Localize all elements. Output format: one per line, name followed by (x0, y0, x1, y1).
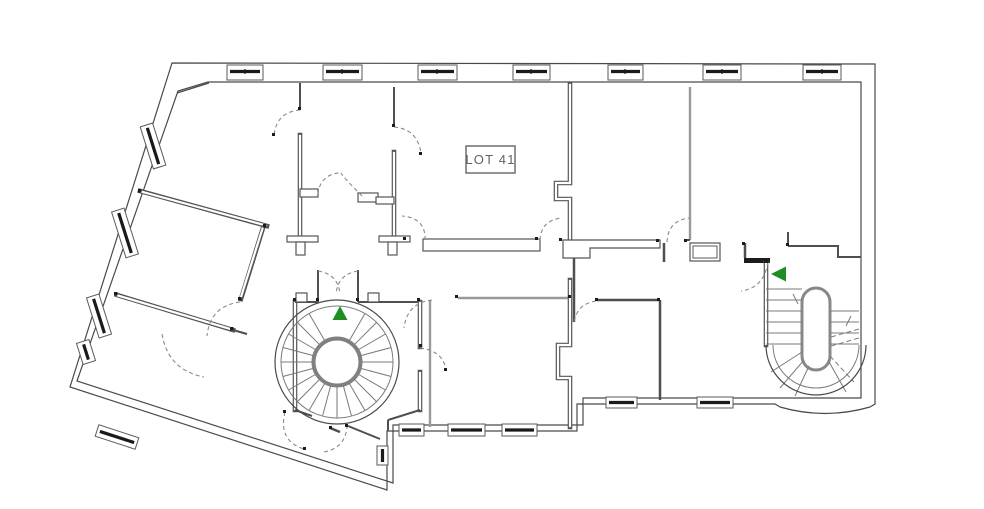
door-swings (161, 109, 769, 453)
low-wall (422, 238, 541, 252)
window (607, 64, 644, 81)
u-staircase (765, 266, 867, 397)
door-swing-arc (393, 126, 422, 155)
stair-break-lines (829, 328, 860, 383)
stair-direction-tick (792, 293, 852, 327)
window (75, 338, 97, 366)
window (512, 64, 551, 81)
wall-threshold (744, 258, 770, 263)
window (110, 207, 140, 259)
window (702, 64, 742, 81)
door-swing-arc (573, 300, 597, 325)
window (226, 64, 264, 81)
stair-core (800, 286, 832, 372)
door-swing-arc (317, 270, 341, 295)
wall (294, 409, 313, 417)
wall-foot (295, 241, 306, 256)
spiral-staircase (274, 299, 400, 425)
window (85, 293, 113, 339)
window (802, 64, 842, 81)
door-swing-arc (323, 426, 348, 453)
stair-outer-ring (274, 299, 400, 425)
door-swing-arc (740, 261, 769, 292)
windows-top (226, 64, 842, 81)
window (501, 423, 538, 437)
door-swing-arc (403, 299, 433, 329)
stair-treads-right (830, 310, 859, 345)
door-jambs (114, 107, 789, 450)
door-swing-arc (273, 109, 301, 137)
corner-chamfer (176, 82, 210, 94)
door-swing-arc (340, 172, 363, 197)
stair-well (311, 336, 363, 388)
door-swing-arc (335, 270, 359, 295)
door-swing-arc (317, 172, 340, 195)
wall-foot (286, 235, 319, 243)
door-swing-arc (539, 217, 563, 241)
door-swing-arc (666, 217, 691, 243)
window (417, 64, 458, 81)
lot-label-box: LOT 41 (465, 145, 516, 174)
direction-marker-left (771, 266, 786, 282)
wall (562, 239, 661, 259)
lot-label-frame (465, 145, 516, 174)
stair-treads (281, 313, 393, 418)
door-swing-arc (283, 411, 305, 450)
interior-walls (114, 81, 861, 440)
window (322, 64, 363, 81)
stair-treads-left (766, 288, 802, 345)
stair-outer-curve (765, 344, 867, 396)
wall (347, 425, 381, 440)
closet-inner (692, 245, 718, 259)
wall-pier (295, 292, 308, 303)
wall-foot (387, 241, 398, 256)
window (696, 396, 734, 409)
door-jamb-stub (299, 188, 319, 198)
lot-label: LOT 41 (465, 152, 515, 167)
door-swing-arc (419, 347, 447, 372)
wall (387, 409, 421, 431)
window (376, 445, 389, 466)
stair-fan-treads (770, 351, 847, 397)
window (447, 423, 486, 437)
wall (317, 270, 359, 302)
wall-pier (367, 292, 380, 303)
window (605, 396, 638, 409)
window (139, 122, 167, 170)
stair-inner-curve (772, 344, 860, 389)
direction-marker-up (332, 306, 348, 320)
door-swing-arc (401, 215, 426, 241)
window (398, 423, 425, 437)
wall-stub (232, 329, 248, 335)
door-swing-arc (161, 333, 205, 378)
door-jamb-stub (375, 196, 395, 205)
windows-bottom (94, 396, 734, 466)
window (94, 424, 140, 450)
windows-left (75, 122, 167, 366)
